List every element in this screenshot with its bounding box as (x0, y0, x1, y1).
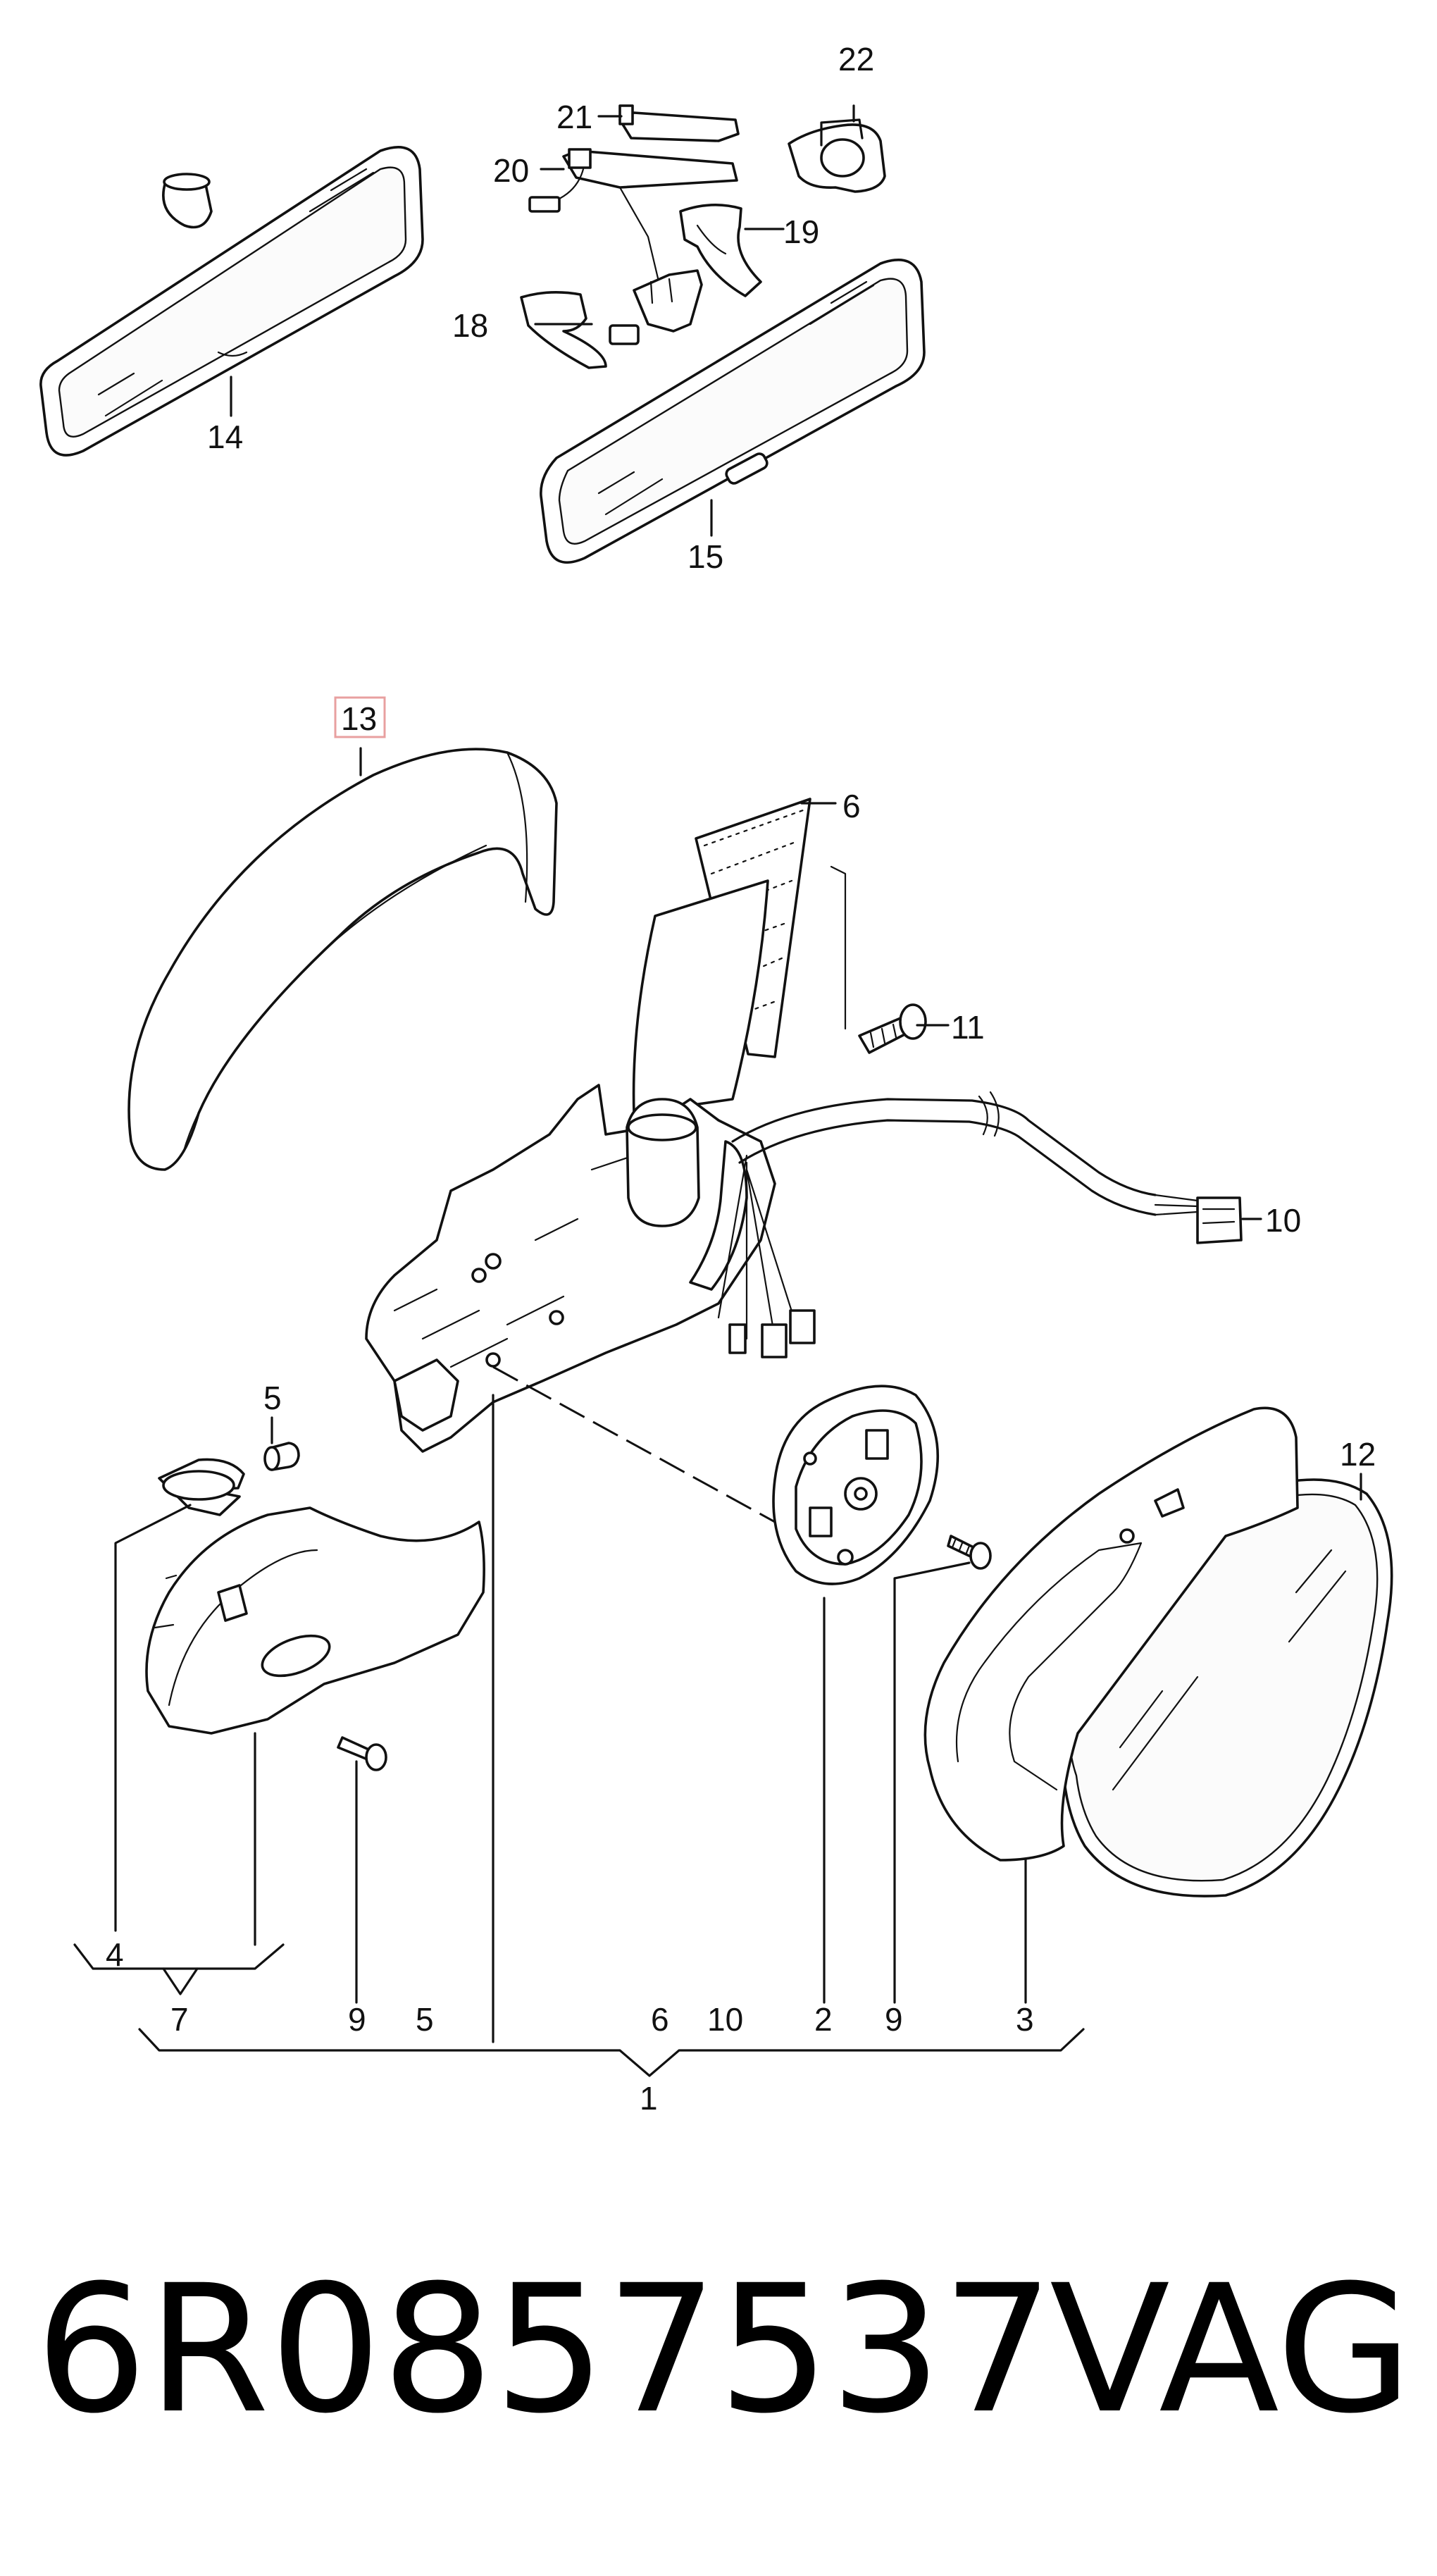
callout-14: 14 (207, 419, 243, 455)
bolt-11 (858, 1003, 927, 1054)
callout-4: 4 (106, 1936, 124, 1973)
screw-9-left (337, 1736, 387, 1771)
callout-11: 11 (951, 1009, 985, 1046)
adjustment-motor-2 (772, 1385, 940, 1585)
callout-15: 15 (688, 538, 723, 575)
cable-harness-10 (717, 1091, 1243, 1358)
callout-18: 18 (452, 307, 488, 344)
bracket-part (633, 269, 703, 333)
lower-cover-7 (145, 1506, 485, 1735)
callout-21: 21 (556, 99, 592, 135)
cover-21 (618, 104, 740, 142)
cap-22 (788, 118, 886, 193)
mount-cover-19 (679, 204, 762, 297)
callout-5-bottom: 5 (416, 2001, 434, 2038)
mirror-base-bracket-1 (365, 1084, 776, 1453)
cover-20 (528, 148, 738, 297)
assembly-axis-line (492, 1366, 776, 1523)
callout-7: 7 (170, 2001, 189, 2038)
screw-9-right (947, 1535, 992, 1570)
callout-1: 1 (640, 2080, 658, 2117)
interior-mirror-15 (540, 258, 926, 564)
callout-6-top: 6 (842, 788, 861, 824)
callout-20: 20 (493, 152, 529, 189)
callout-22: 22 (838, 41, 874, 78)
callout-13-highlight (334, 696, 386, 738)
callout-labels: 22 21 20 19 18 14 15 13 6 11 10 5 12 4 7… (106, 41, 1376, 2117)
callout-12: 12 (1340, 1436, 1376, 1473)
callout-10-bottom: 10 (707, 2001, 743, 2038)
heating-pad-6 (632, 798, 811, 1115)
mirror-housing-3 (923, 1406, 1299, 1862)
callout-5-top: 5 (263, 1380, 282, 1416)
callout-10-top: 10 (1265, 1202, 1301, 1239)
brand-caption: VAG (1050, 2247, 1413, 2452)
interior-mirror-14 (39, 145, 424, 457)
mount-cover-18 (520, 291, 640, 369)
callout-13: 13 (341, 700, 377, 737)
mirror-cap-13 (127, 748, 558, 1171)
callout-19: 19 (783, 213, 819, 250)
lamp-holder-4 (158, 1458, 245, 1516)
callout-6-bottom: 6 (651, 2001, 669, 2038)
leader-lines (73, 104, 1362, 2077)
callout-9-right: 9 (885, 2001, 903, 2038)
callout-3: 3 (1016, 2001, 1034, 2038)
callout-9-left: 9 (348, 2001, 366, 2038)
bulb-5 (263, 1442, 300, 1471)
part-number-caption: 6R0857537 (35, 2247, 1055, 2452)
callout-2: 2 (814, 2001, 833, 2038)
